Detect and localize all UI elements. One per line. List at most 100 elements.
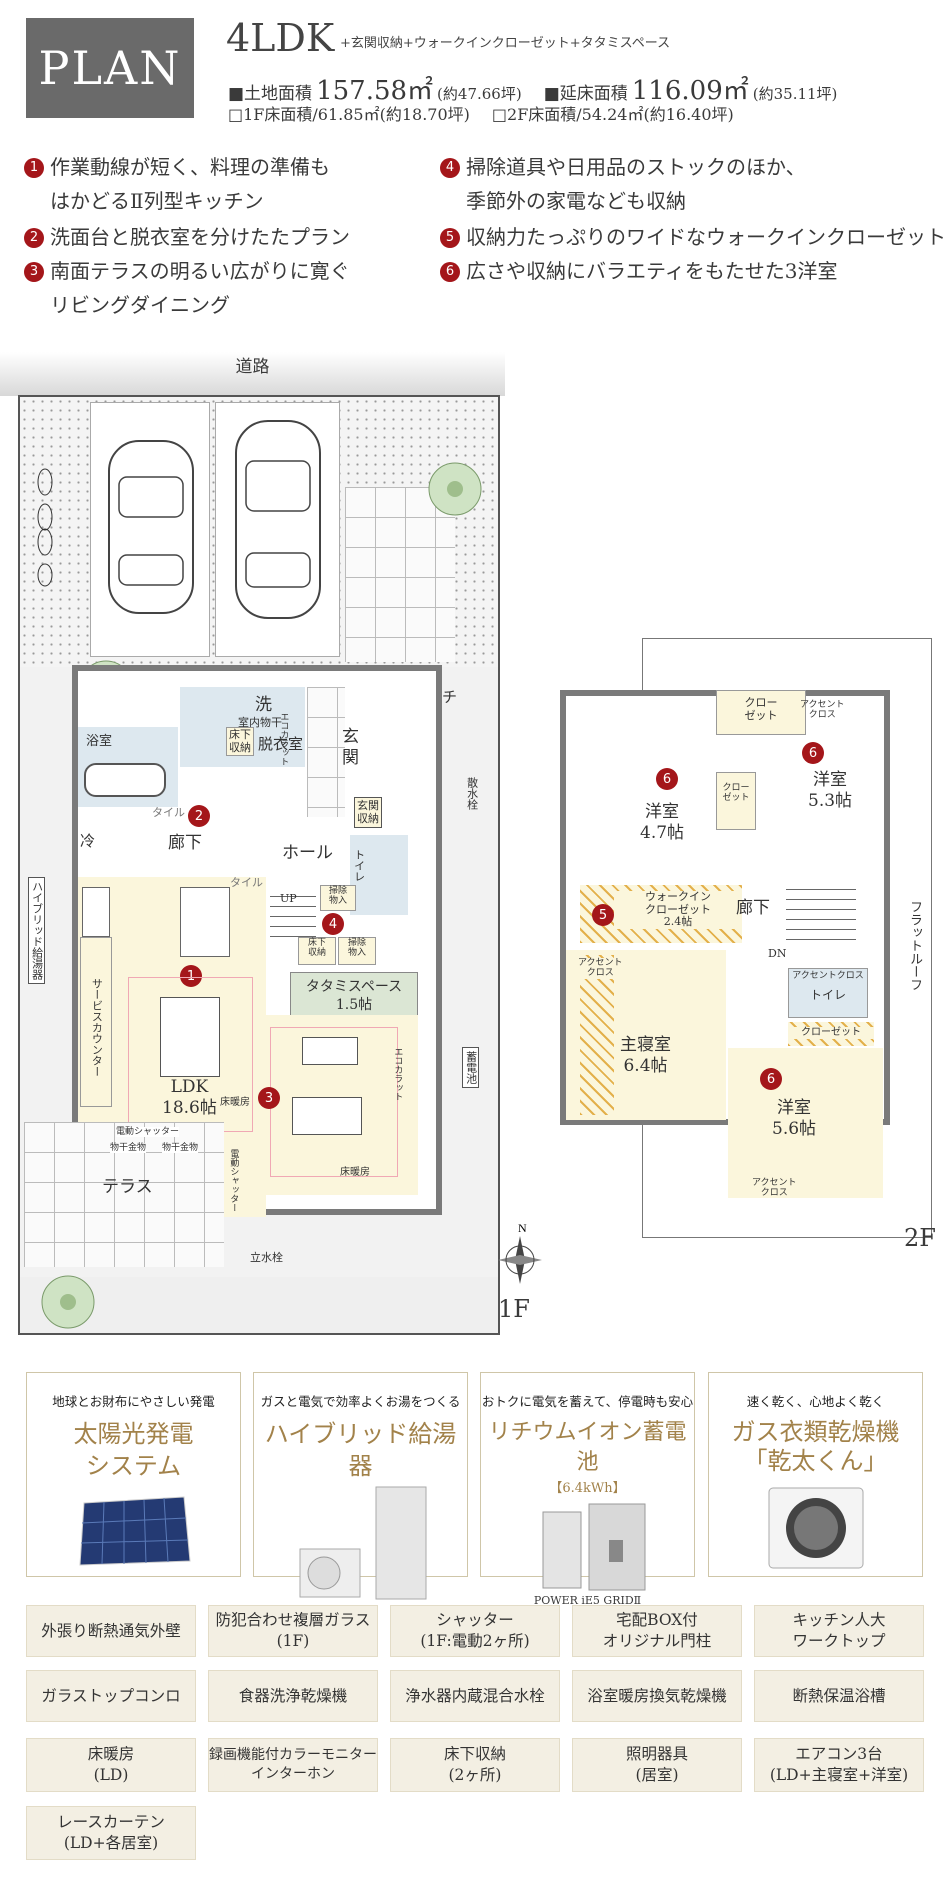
feature-text: 洗面台と脱衣室を分けたたプラン: [50, 225, 350, 249]
shutter-label-2: 電動シャッター: [228, 1149, 239, 1212]
land-area-tsubo: (約47.66坪): [437, 85, 522, 103]
feature-text: 広さや収納にバラエティをもたせた3洋室: [466, 259, 838, 283]
battery-label: 蓄電池: [462, 1047, 479, 1088]
closet-2: クローゼット: [788, 1022, 874, 1046]
spec-tag: 床暖房 (LD): [26, 1738, 196, 1792]
laundry-hardware-1: 物干金物: [110, 1143, 147, 1154]
dryer-icon: [768, 1487, 863, 1569]
floor-label-1f: 1F: [498, 1295, 530, 1323]
ldk-label: LDK 18.6帖: [162, 1077, 217, 1119]
card-top-text: 地球とお財布にやさしい発電: [52, 1394, 215, 1409]
solar-panel-icon: [78, 1496, 191, 1566]
feature-number: 6: [440, 262, 460, 282]
cleaning-storage-a: 掃除 物入: [320, 885, 356, 911]
bath-label: 浴室: [86, 734, 113, 749]
service-counter-label: サービスカウンター: [90, 978, 104, 1077]
laundry-hardware-2: 物干金物: [162, 1143, 199, 1154]
card-title: ガス衣類乾燥機 「乾太くん」: [731, 1418, 900, 1475]
marker-5: 5: [592, 904, 614, 926]
battery-icon: [542, 1503, 645, 1591]
card-subtitle: 【6.4kWh】: [549, 1481, 626, 1497]
svg-text:N: N: [518, 1221, 527, 1235]
cleaning-storage-c: 掃除 物入: [338, 937, 376, 965]
room-b-label: 洋室 4.7帖: [640, 802, 685, 844]
toilet-label: トイレ: [352, 849, 366, 882]
spec-tag: 外張り断熱通気外壁: [26, 1605, 196, 1657]
battery-model-caption: POWER iE5 GRIDⅡ: [533, 1594, 642, 1608]
road-label: 道路: [235, 357, 270, 377]
spec-tag: 浴室暖房換気乾燥機: [572, 1670, 742, 1722]
entrance-label: 玄 関: [342, 727, 359, 769]
entrance-storage-label: 玄関 収納: [354, 797, 382, 829]
feature-1: 1 作業動線が短く、料理の準備も はかどるⅡ列型キッチン: [24, 150, 330, 218]
spec-tag: 食器洗浄乾燥機: [208, 1670, 378, 1722]
spec-tag: ガラストップコンロ: [26, 1670, 196, 1722]
land-area-label: ■土地面積: [228, 84, 313, 104]
toilet-2f: アクセントクロス トイレ: [788, 968, 868, 1018]
feature-number: 1: [24, 158, 44, 178]
spec-tag: レースカーテン (LD+各居室): [26, 1806, 196, 1860]
card-top-text: おトクに電気を蓄えて、停電時も安心: [481, 1394, 694, 1409]
marker-6c: 6: [760, 1068, 782, 1090]
hybrid-heater-label: ハイブリッド給湯器: [28, 877, 45, 984]
tree-icon: [428, 462, 482, 516]
wash-label: 洗: [255, 695, 272, 715]
spec-tag: シャッター (1F:電動2ヶ所): [390, 1605, 560, 1657]
side-yard: [20, 1277, 498, 1333]
accent-cloth-label: アクセント クロス: [800, 700, 845, 721]
accent-cloth-label-3: アクセントクロス: [792, 971, 864, 981]
spec-tag: 防犯合わせ複層ガラス (1F): [208, 1605, 378, 1657]
spec-tag: 床下収納 (2ヶ所): [390, 1738, 560, 1792]
f1-area: □1F床面積/61.85㎡(約18.70坪): [228, 105, 470, 124]
total-floor-area-label: ■延床面積: [543, 84, 628, 104]
spec-tag: エアコン3台 (LD+主寝室+洋室): [754, 1738, 924, 1792]
water-post-label: 散水栓: [465, 777, 479, 810]
sofa-icon: [302, 1037, 358, 1065]
faucet-post-label: 立水栓: [250, 1251, 283, 1264]
road: 道路: [0, 352, 505, 396]
accent-cloth-label-2: アクセント クロス: [578, 958, 623, 979]
dressing-room: 洗 室内物干 床下 収納 脱衣室: [180, 687, 305, 767]
feature-number: 5: [440, 228, 460, 248]
closet-top: クロー ゼット: [716, 690, 806, 735]
feature-text: 作業動線が短く、料理の準備も はかどるⅡ列型キッチン: [50, 155, 330, 213]
storage-label: 掃除 物入: [347, 938, 366, 959]
dining-table-icon: [160, 997, 220, 1077]
spec-tag: キッチン人大 ワークトップ: [754, 1605, 924, 1657]
marker-6b: 6: [656, 768, 678, 790]
stairs-1f: [270, 887, 316, 937]
walk-in-closet-label: ウォークイン クローゼット 2.4帖: [614, 890, 742, 929]
tile-label: タイル: [152, 806, 185, 819]
corridor-label: 廊下: [168, 833, 202, 853]
bathtub-icon: [84, 763, 166, 797]
f2-area: □2F床面積/54.24㎡(約16.40坪): [491, 105, 734, 124]
tile-label-2: タイル: [230, 876, 263, 889]
total-floor-area-tsubo: (約35.11坪): [752, 85, 838, 103]
room-c-label: 洋室 5.6帖: [772, 1098, 817, 1140]
room-c: [728, 1048, 883, 1198]
feature-5: 5 収納力たっぷりのワイドなウォークインクローゼット: [440, 220, 946, 254]
spec-tag: 照明器具 (居室): [572, 1738, 742, 1792]
room-a-label: 洋室 5.3帖: [808, 770, 853, 812]
stairs-down-label: DN: [768, 947, 787, 960]
compass-icon: N: [498, 1221, 542, 1284]
layout-type: 4LDK: [226, 16, 335, 60]
water-heater-icon: [299, 1486, 426, 1600]
feature-6: 6 広さや収納にバラエティをもたせた3洋室: [440, 254, 838, 288]
master-closet: [580, 955, 614, 1115]
underfloor-storage-label: 床下 収納: [226, 727, 254, 757]
closet-label: クロー ゼット: [722, 783, 750, 804]
tree-icon: [41, 1275, 95, 1329]
coffee-table-icon: [292, 1097, 362, 1135]
site-1f: ポーチ 洗 室内物干 床下 収納 脱衣室 浴室 タイル 2 エコカラット 玄 関…: [18, 395, 500, 1335]
marker-3: 3: [258, 1087, 280, 1109]
card-top-text: ガスと電気で効率よくお湯をつくる: [260, 1394, 461, 1409]
equipment-card-water-heater: ガスと電気で効率よくお湯をつくる ハイブリッド給湯器: [253, 1372, 468, 1600]
feature-text: 収納力たっぷりのワイドなウォークインクローゼット: [466, 225, 946, 249]
toilet-1f: トイレ: [350, 835, 408, 915]
feature-4: 4 掃除道具や日用品のストックのほか、 季節外の家電なども収納: [440, 150, 806, 218]
stairs-2f: [786, 880, 856, 940]
equipment-card-solar: 地球とお財布にやさしい発電 太陽光発電 システム: [26, 1372, 241, 1577]
bicycle-icon: [37, 468, 53, 587]
card-top-text: 速く乾く、心地よく乾く: [746, 1394, 885, 1409]
